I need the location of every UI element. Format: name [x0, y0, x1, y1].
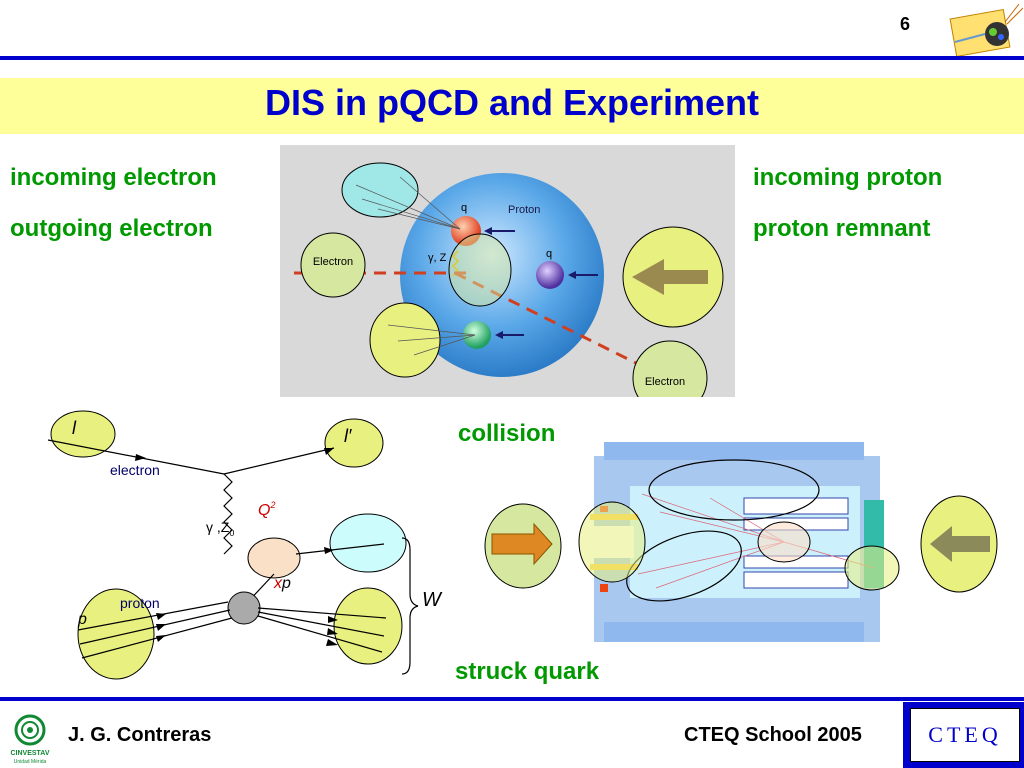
electron-out-line: [223, 447, 335, 475]
footer-author: J. G. Contreras: [68, 724, 212, 746]
electron-in-circle: [300, 232, 366, 298]
detector-event-display: [484, 442, 998, 642]
q2-label: Q2: [258, 500, 275, 519]
remnant-yellow-blob: [369, 302, 441, 378]
gamma-z0-label: γ ,Z0: [206, 519, 234, 538]
proton-collision-logo: [949, 3, 1023, 57]
page-number: 6: [900, 14, 911, 34]
label-outgoing-electron: outgoing electron: [10, 215, 213, 242]
proton-dis-diagram: Proton q q γ, Z Electron Electron: [280, 145, 735, 397]
lepton-out-label: l′: [344, 426, 352, 446]
label-incoming-electron: incoming electron: [10, 164, 217, 191]
vertex-blob: [247, 537, 301, 579]
proton-label: Proton: [508, 204, 540, 216]
quark-label-mid: q: [546, 248, 552, 260]
cteq-logo: CTEQ: [910, 708, 1020, 762]
cinvestav-label: CINVESTAV: [10, 750, 49, 757]
remnant-blob: [333, 587, 403, 665]
collision-vertex-blob: [757, 521, 811, 563]
header-divider: [0, 56, 1024, 60]
footer-divider: [0, 697, 1024, 701]
label-struck-quark: struck quark: [455, 658, 600, 685]
w-brace: [401, 537, 419, 675]
quark-label-top: q: [461, 202, 467, 214]
jet-ellipse-top: [648, 459, 820, 521]
cinvestav-logo: CINVESTAV Unidad Mérida: [10, 714, 50, 765]
electron-in-label: Electron: [313, 256, 353, 268]
jet-ellipse-bottom: [626, 530, 742, 602]
proton-blob: [77, 588, 155, 680]
label-incoming-proton: incoming proton: [753, 164, 943, 191]
electron-label: electron: [110, 462, 160, 478]
jet-cyan-blob: [341, 162, 419, 218]
cinvestav-sub-label: Unidad Mérida: [14, 759, 47, 765]
quark-green: [463, 321, 491, 349]
footer-event: CTEQ School 2005: [684, 724, 862, 746]
photon-propagator: [223, 473, 233, 555]
proton-vertex: [227, 591, 261, 625]
jet-blob: [329, 513, 407, 573]
arrow-right-icon: [491, 522, 553, 566]
lepton-in-label: l: [72, 418, 77, 438]
label-proton-remnant: proton remnant: [753, 215, 931, 242]
quark-purple: [536, 261, 564, 289]
title-bar: [0, 78, 1024, 134]
slide-title: DIS in pQCD and Experiment: [264, 82, 760, 123]
proton-p-label: p: [77, 611, 87, 628]
lepton-out-blob: [324, 418, 384, 468]
proton-label: proton: [120, 595, 160, 611]
outgoing-electron-line: [454, 271, 651, 372]
lepton-in-blob: [50, 410, 116, 458]
electron-out-circle: [632, 340, 708, 397]
feynman-diagram: l l′ electron Q2 γ ,Z0 xp p proton W: [47, 410, 443, 680]
struck-quark-line: [295, 543, 385, 555]
gamma-z-label: γ, Z: [428, 252, 447, 264]
w-label: W: [422, 589, 443, 611]
remnant-blob: [844, 545, 900, 591]
arrow-left-icon: [930, 526, 990, 562]
electron-out-label: Electron: [645, 376, 685, 388]
arrow-left-icon: [632, 259, 708, 295]
struck-quark-blob: [448, 233, 512, 307]
electron-blob: [578, 501, 646, 583]
label-collision: collision: [458, 420, 556, 447]
xp-label: xp: [273, 575, 291, 592]
